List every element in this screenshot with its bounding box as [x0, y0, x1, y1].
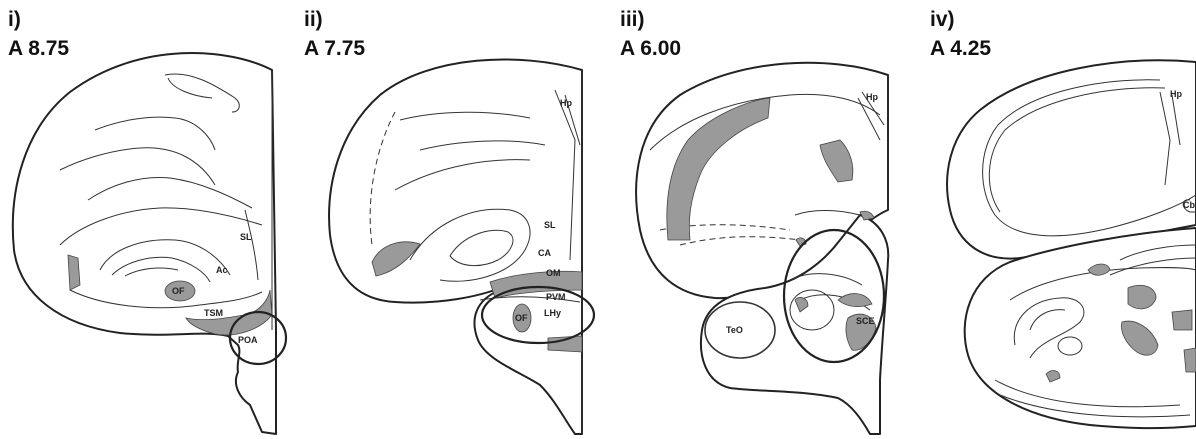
- section-i-outline: [13, 53, 276, 434]
- label-i-sl: SL: [240, 232, 252, 242]
- panel-i: i) A 8.75 SL Ac OF TS: [8, 8, 286, 434]
- label-i-poa: POA: [238, 335, 258, 345]
- section-ii-drawing: [329, 59, 594, 434]
- panel-iii-coordinate: A 6.00: [620, 37, 681, 60]
- section-ii-upper-outline: [329, 59, 582, 302]
- section-iv-upper-outline: [947, 60, 1196, 258]
- panel-iv-coordinate: A 4.25: [930, 37, 991, 60]
- panel-iii-number: iii): [620, 8, 645, 31]
- panel-ii-coordinate: A 7.75: [304, 37, 365, 60]
- label-iii-teo: TeO: [726, 325, 743, 335]
- label-iv-hp: Hp: [1170, 89, 1182, 99]
- panel-iv: iv) A 4.25: [930, 8, 1196, 428]
- label-ii-hp: Hp: [560, 98, 572, 108]
- label-iii-hp: Hp: [866, 92, 878, 102]
- panel-i-coordinate: A 8.75: [8, 37, 69, 60]
- label-iii-sce: SCE: [856, 316, 875, 326]
- label-ii-sl: SL: [544, 220, 556, 230]
- label-ii-om: OM: [546, 268, 561, 278]
- panel-iii: iii) A 6.00: [620, 8, 888, 434]
- label-i-ac: Ac: [216, 265, 228, 275]
- panel-i-number: i): [8, 8, 21, 31]
- label-ii-pvm: PVM: [546, 292, 566, 302]
- label-ii-lhy: LHy: [544, 308, 561, 318]
- panel-iv-number: iv): [930, 8, 955, 31]
- label-i-tsm: TSM: [204, 308, 223, 318]
- label-ii-ca: CA: [538, 248, 551, 258]
- label-i-of: OF: [172, 286, 185, 296]
- panel-ii-number: ii): [304, 8, 323, 31]
- section-iv-drawing: [947, 60, 1196, 428]
- label-ii-of: OF: [515, 313, 528, 323]
- label-iv-cb: Cb: [1183, 200, 1195, 210]
- section-i-drawing: [13, 53, 286, 434]
- section-iii-drawing: [636, 63, 888, 434]
- panel-ii: ii) A 7.75 Hp SL CA OM PVM: [304, 8, 594, 434]
- section-ii-lower-outline: [474, 280, 582, 434]
